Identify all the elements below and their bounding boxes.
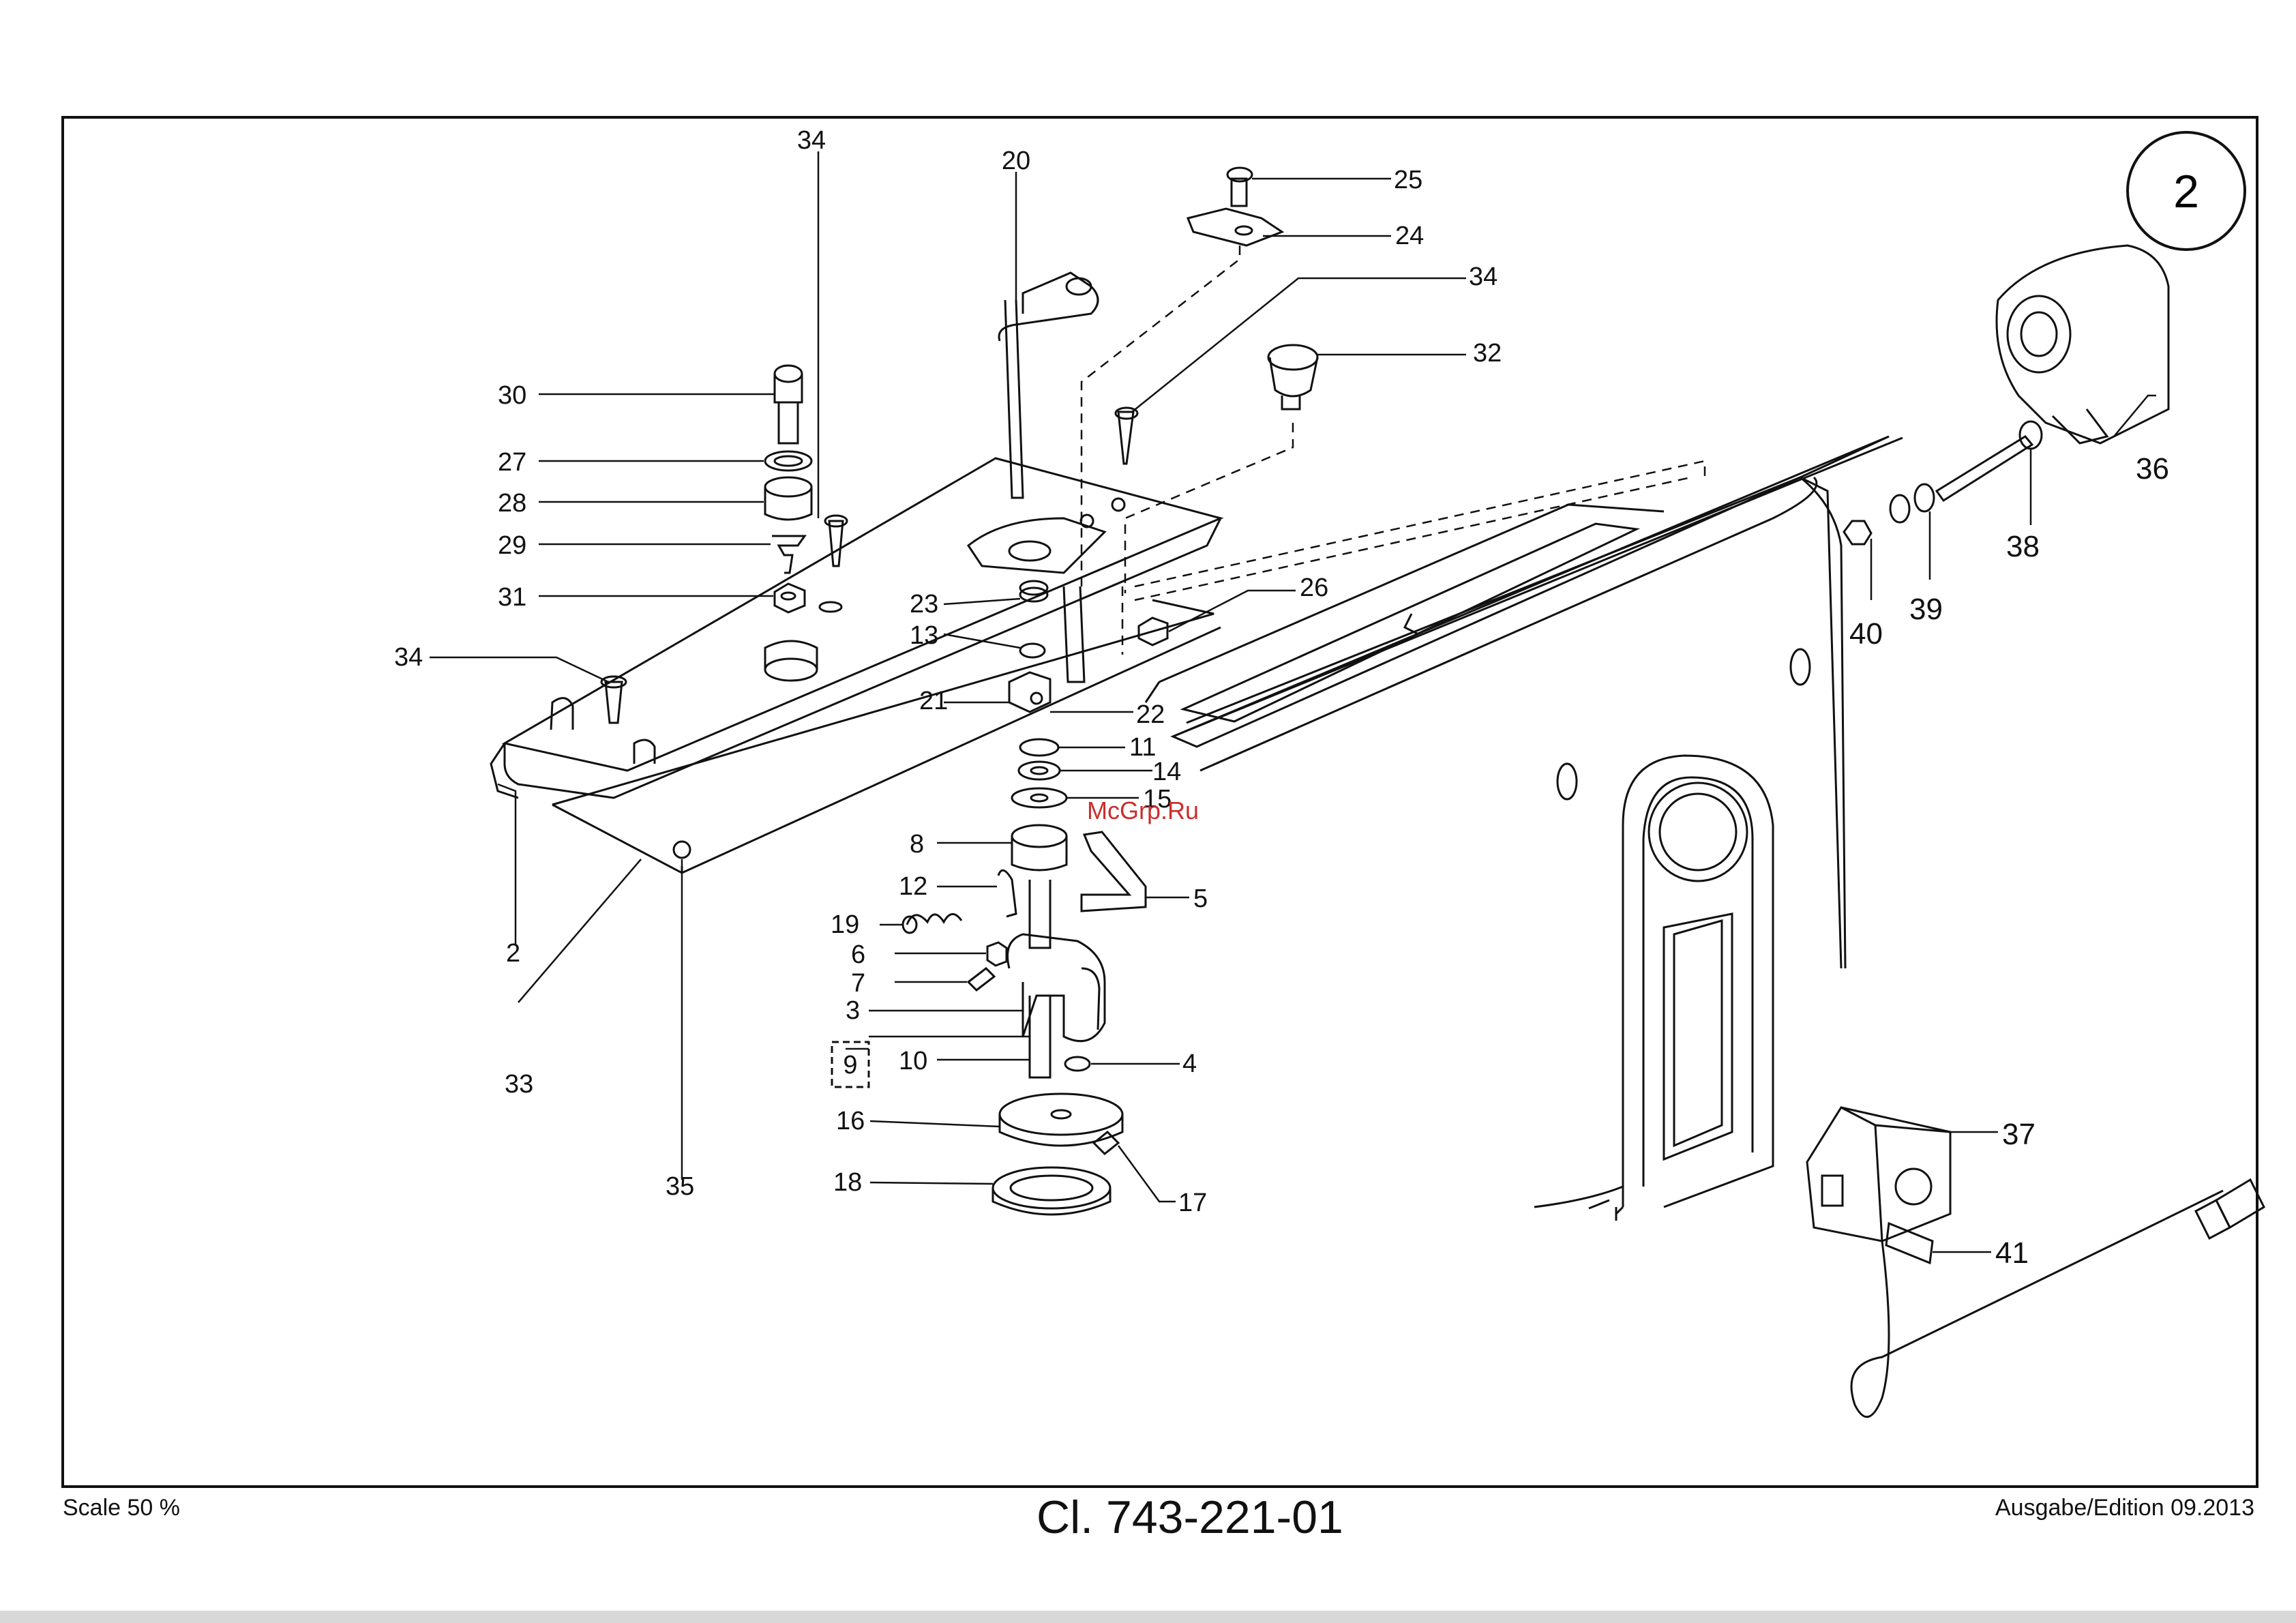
callout-23: 23: [910, 590, 938, 619]
callout-26: 26: [1300, 574, 1328, 602]
callout-41: 41: [1995, 1236, 2029, 1270]
callout-30: 30: [498, 381, 526, 410]
watermark-text: McGrp.Ru: [1087, 796, 1199, 825]
callout-32: 32: [1473, 339, 1502, 368]
callout-9: 9: [843, 1051, 857, 1079]
callout-25: 25: [1394, 166, 1422, 194]
callout-13: 13: [910, 621, 938, 650]
callout-10: 10: [899, 1047, 927, 1075]
callout-19: 19: [831, 910, 859, 939]
callout-39: 39: [1909, 593, 1943, 626]
callout-3: 3: [846, 996, 860, 1025]
callout-8: 8: [910, 830, 924, 859]
callout-31: 31: [498, 583, 526, 612]
callout-24: 24: [1395, 222, 1424, 250]
callout-16: 16: [836, 1107, 865, 1135]
callout-7: 7: [851, 969, 865, 998]
callout-17: 17: [1178, 1189, 1207, 1217]
callout-22: 22: [1136, 700, 1165, 729]
edition-label: Ausgabe/Edition 09.2013: [1995, 1495, 2254, 1521]
sheet-badge-number: 2: [2173, 166, 2199, 218]
callout-20: 20: [1002, 147, 1030, 175]
bottom-divider: [0, 1611, 2296, 1623]
scale-label: Scale 50 %: [63, 1495, 180, 1521]
callout-34-center: 34: [1469, 263, 1497, 291]
drawing-number: Cl. 743-221-01: [1037, 1491, 1343, 1544]
sheet-badge: 2: [2128, 132, 2245, 250]
assembly-dashed-lines: [1082, 245, 1705, 655]
callout-36: 36: [2136, 452, 2169, 486]
callout-21: 21: [919, 687, 948, 715]
callout-29: 29: [498, 531, 526, 560]
callout-4: 4: [1182, 1049, 1197, 1078]
machine-arm-housing: [1146, 436, 1903, 1221]
callout-34-left: 34: [394, 643, 423, 672]
callout-38: 38: [2006, 530, 2040, 563]
callout-34-top: 34: [797, 126, 826, 155]
callout-14: 14: [1152, 758, 1181, 786]
leader-lines: [430, 151, 2156, 1252]
callout-12: 12: [899, 872, 927, 901]
callout-2: 2: [506, 939, 520, 968]
callout-18: 18: [833, 1168, 862, 1197]
callout-40: 40: [1849, 617, 1883, 651]
callout-6: 6: [851, 940, 865, 969]
callout-28: 28: [498, 489, 526, 518]
callout-37: 37: [2002, 1118, 2036, 1151]
callout-33: 33: [505, 1070, 533, 1099]
callout-5: 5: [1193, 884, 1208, 913]
callout-35: 35: [666, 1172, 694, 1201]
callout-27: 27: [498, 448, 526, 477]
